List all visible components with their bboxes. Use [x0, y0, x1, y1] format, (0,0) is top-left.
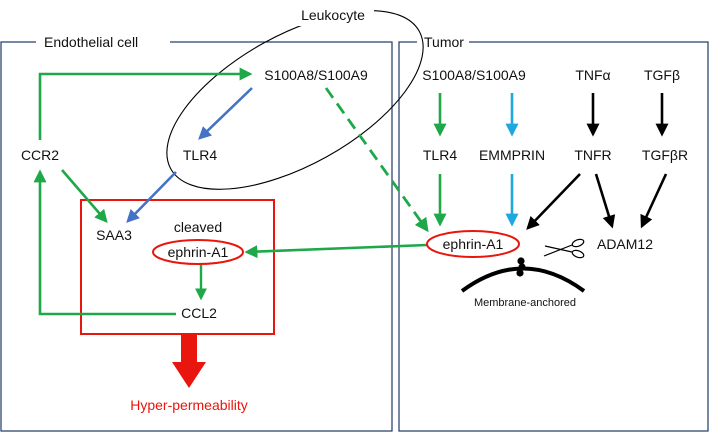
tumor-s100-label: S100A8/S100A9 — [422, 67, 526, 83]
endo-cleaved-label: cleaved — [174, 219, 222, 235]
ccr2-to-s100-arrow — [38, 67, 253, 140]
endothelial-panel — [0, 41, 393, 432]
endo-ccr2-label: CCR2 — [21, 147, 59, 163]
tumor-adam12-label: ADAM12 — [597, 236, 653, 252]
tumor-ephrin-ellipse — [426, 230, 520, 258]
ccl2-to-ccr2-arrow — [33, 169, 176, 316]
s100-to-tlr4-arrow — [198, 87, 253, 140]
endo-saa3-label: SAA3 — [96, 227, 132, 243]
membrane-anchored-label: Membrane-anchored — [474, 297, 576, 309]
tgfbr-to-adam12-arrow — [640, 173, 668, 229]
endothelial-title: Endothelial cell — [44, 34, 138, 50]
ccr2-to-saa3-arrow — [61, 169, 108, 223]
tumor-tgfb-label: TGFβ — [644, 67, 680, 83]
endo-ephrin-label: ephrin-A1 — [168, 244, 229, 260]
leukocyte-label: Leukocyte — [301, 7, 365, 23]
tlr4-to-saa3-arrow — [126, 171, 177, 223]
membrane-anchor-icon — [460, 257, 586, 293]
tumor-ephrin-label: ephrin-A1 — [443, 236, 504, 252]
tumor-title: Tumor — [424, 34, 464, 50]
tnfr-to-ephrin-arrow — [526, 173, 581, 230]
endo-ephrin-ellipse — [152, 239, 244, 265]
tumor-panel — [398, 41, 709, 432]
leukocyte-ellipse — [166, 10, 424, 190]
tumor-tnfr-label: TNFR — [574, 147, 611, 163]
tumor-tlr4-label: TLR4 — [423, 147, 457, 163]
tnfr-to-adam12-arrow — [594, 173, 616, 229]
endo-ccl2-label: CCL2 — [181, 305, 217, 321]
scissors-icon — [543, 238, 585, 259]
endo-tlr4-label: TLR4 — [183, 147, 217, 163]
endo-s100-label: S100A8/S100A9 — [264, 67, 368, 83]
tumor-ephrin-to-endo-ephrin-arrow — [244, 243, 428, 259]
hyper-permeability-label: Hyper-permeability — [130, 397, 247, 413]
tumor-tnfa-label: TNFα — [575, 67, 610, 83]
tumor-tgfbr-label: TGFβR — [642, 147, 688, 163]
hyper-permeability-arrow — [172, 334, 206, 388]
tumor-emmprin-label: EMMPRIN — [479, 147, 545, 163]
endothelial-red-box — [80, 199, 275, 335]
s100-to-tumor-ephrin-dashed-arrow — [324, 87, 429, 233]
